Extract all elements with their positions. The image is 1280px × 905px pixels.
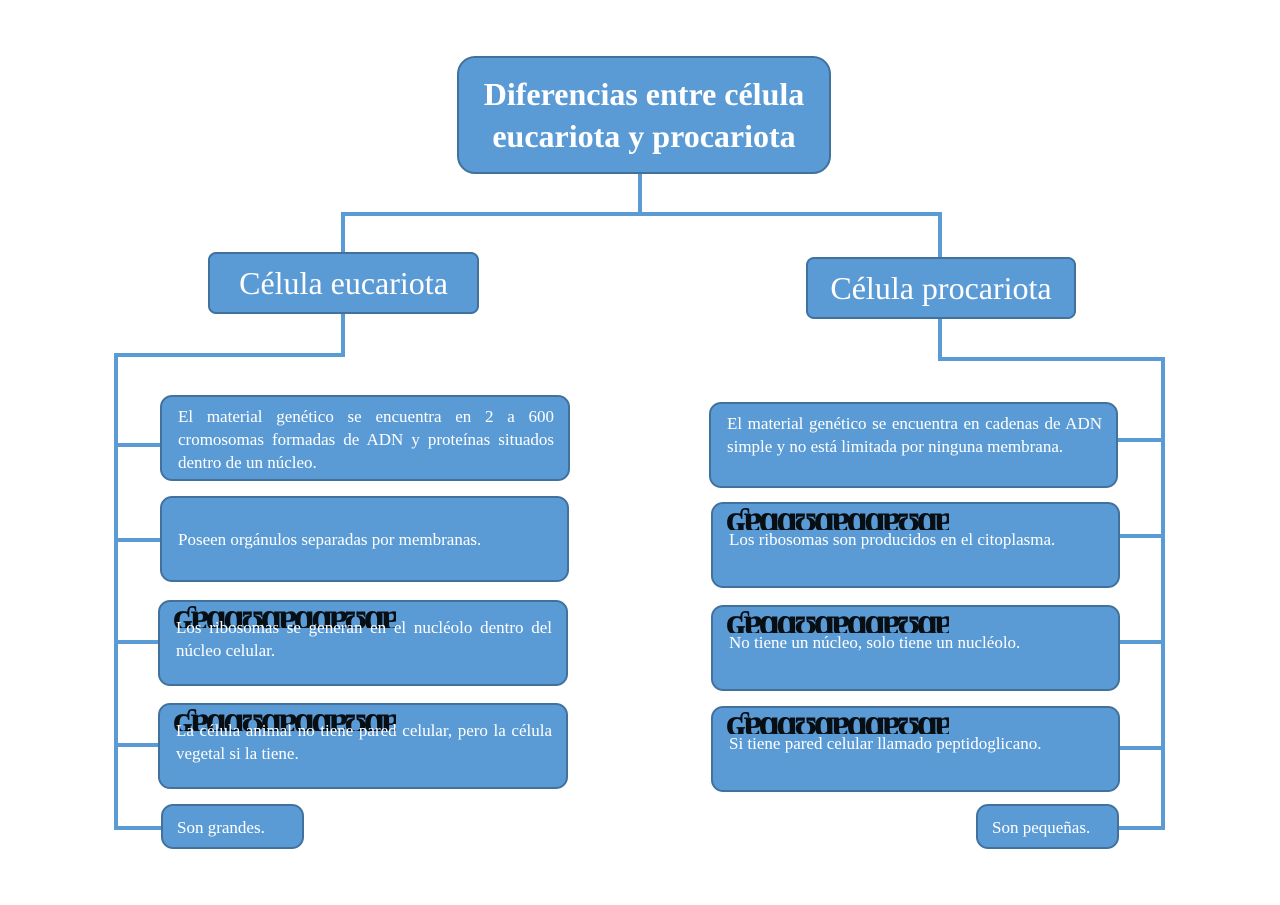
procariota-item-3: ʛɐɑɑʊɑɐɑɑɐʊɑɐ No tiene un núcleo, solo t… (711, 605, 1120, 691)
eucariota-item-3: ʛɐɑɑʊɑɐɑɑɐʊɑɐ Los ribosomas se generan e… (158, 600, 568, 686)
eucariota-item-3-text: Los ribosomas se generan en el nucléolo … (176, 618, 552, 660)
procariota-size-box: Son pequeñas. (976, 804, 1119, 849)
procariota-item-3-text: No tiene un núcleo, solo tiene un nucléo… (729, 633, 1021, 652)
procariota-item-1: El material genético se encuentra en cad… (709, 402, 1118, 488)
procariota-item-1-text: El material genético se encuentra en cad… (727, 414, 1102, 456)
procariota-item-2-text: Los ribosomas son producidos en el citop… (729, 530, 1056, 549)
eucariota-size-box: Son grandes. (161, 804, 304, 849)
overlay-glyphs: ʛɐɑɑʊɑɐɑɑɐʊɑɐ (725, 508, 950, 530)
eucariota-size-text: Son grandes. (177, 818, 265, 837)
heading-procariota-text: Célula procariota (830, 269, 1052, 306)
procariota-item-2: ʛɐɑɑʊɑɐɑɑɐʊɑɐ Los ribosomas son producid… (711, 502, 1120, 588)
procariota-item-4: ʛɐɑɑʊɑɐɑɑɐʊɑɐ Si tiene pared celular lla… (711, 706, 1120, 792)
procariota-size-text: Son pequeñas. (992, 818, 1091, 837)
heading-procariota: Célula procariota (806, 257, 1076, 319)
eucariota-item-1-text: El material genético se encuentra en 2 a… (178, 407, 554, 472)
overlay-glyphs: ʛɐɑɑʊɑɐɑɑɐʊɑɐ (172, 606, 397, 628)
procariota-item-4-text: Si tiene pared celular llamado peptidogl… (729, 734, 1042, 753)
eucariota-item-2: Poseen orgánulos separadas por membranas… (160, 496, 569, 582)
eucariota-item-1: El material genético se encuentra en 2 a… (160, 395, 570, 481)
title-text: Diferencias entre célula eucariota y pro… (483, 76, 805, 154)
title-box: Diferencias entre célula eucariota y pro… (457, 56, 831, 174)
right-spine (938, 316, 1165, 830)
overlay-glyphs: ʛɐɑɑʊɑɐɑɑɐʊɑɐ (725, 611, 950, 633)
heading-eucariota-text: Célula eucariota (239, 264, 448, 301)
heading-eucariota: Célula eucariota (208, 252, 479, 314)
eucariota-item-4-text: La célula animal no tiene pared celular,… (176, 721, 552, 763)
eucariota-item-4: ʛɐɑɑʊɑɐɑɑɐʊɑɐ La célula animal no tiene … (158, 703, 568, 789)
eucariota-item-2-text: Poseen orgánulos separadas por membranas… (178, 529, 482, 549)
left-spine (114, 311, 345, 830)
overlay-glyphs: ʛɐɑɑʊɑɐɑɑɐʊɑɐ (172, 709, 397, 731)
overlay-glyphs: ʛɐɑɑʊɑɐɑɑɐʊɑɐ (725, 712, 950, 734)
